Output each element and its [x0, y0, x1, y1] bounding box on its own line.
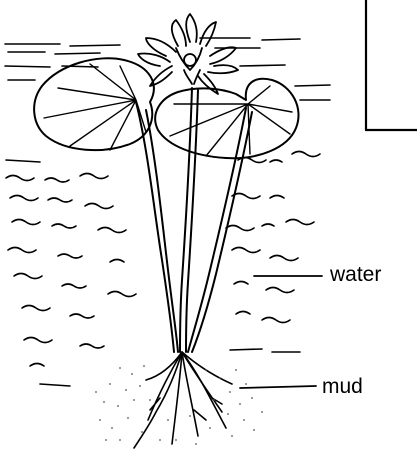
mud-label: mud [322, 376, 363, 397]
water-ripples [5, 38, 330, 386]
water-lily-flower [138, 14, 238, 94]
roots [134, 352, 232, 448]
stems [136, 88, 252, 352]
leader-lines [240, 276, 322, 388]
leaf-right [155, 79, 298, 158]
water-label: water [330, 264, 381, 285]
mud-leader-line [240, 386, 316, 388]
answer-box [366, 0, 417, 130]
